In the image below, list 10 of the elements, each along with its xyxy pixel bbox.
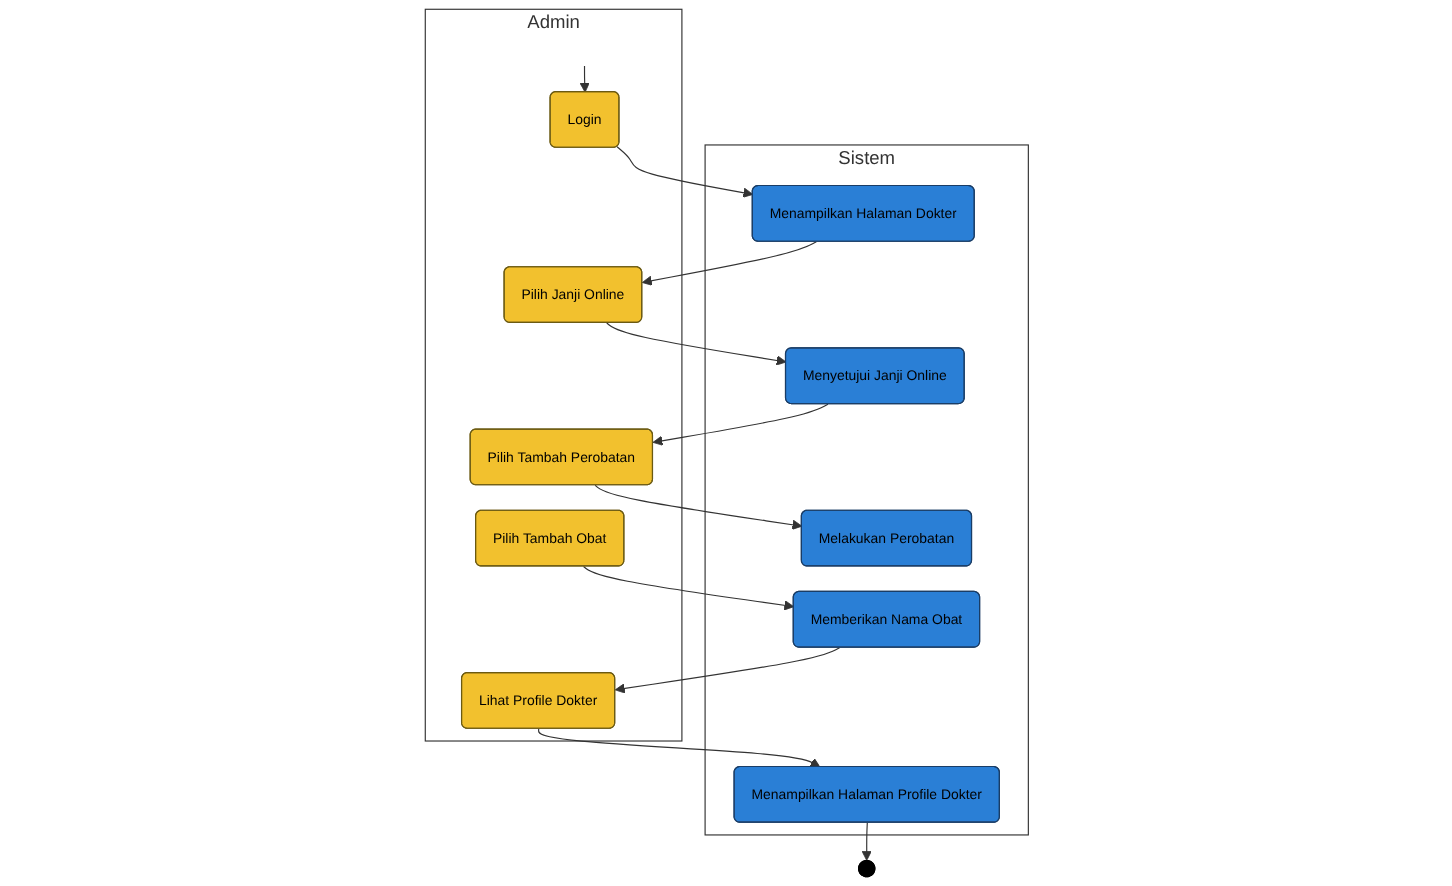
arrow [605, 322, 786, 366]
arrow [641, 241, 817, 286]
arrow [615, 146, 753, 198]
arrow [537, 728, 820, 768]
arrow [614, 647, 840, 694]
arrow [651, 403, 828, 446]
arrow [582, 565, 794, 611]
arrow [578, 65, 589, 93]
arrow [860, 822, 871, 861]
arrow [593, 484, 802, 530]
